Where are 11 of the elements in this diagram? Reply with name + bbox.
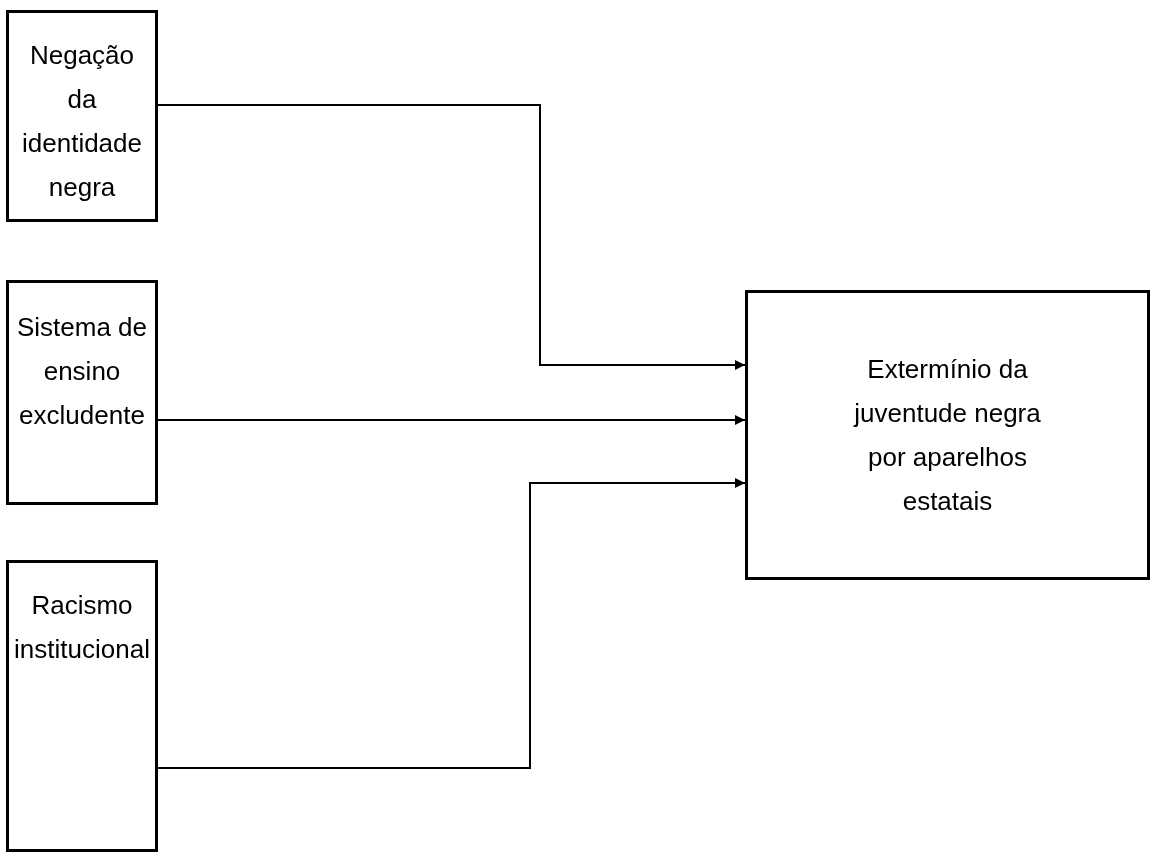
arrow: [157, 415, 746, 425]
text-box: [6, 560, 158, 852]
text-box: [745, 290, 1150, 580]
box-label: Extermínio da juventude negra por aparelhos estatais: [852, 353, 1042, 518]
arrow: [157, 478, 746, 769]
text-box: [6, 10, 158, 222]
box-label: Racismo institucional: [13, 589, 151, 666]
box-label: Sistema de ensino excludente: [15, 311, 149, 432]
box-label: Negação da identidade negra: [21, 39, 143, 204]
arrow: [157, 104, 746, 370]
text-box: [6, 280, 158, 505]
